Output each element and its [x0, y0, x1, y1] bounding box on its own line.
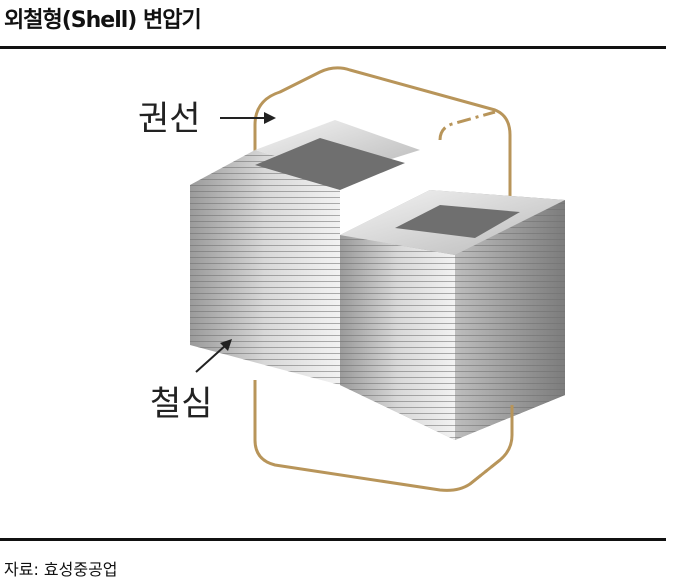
- core-left-block: [190, 120, 420, 385]
- winding-label: 권선: [138, 99, 201, 139]
- top-divider: [0, 46, 666, 49]
- core-label: 철심: [150, 384, 213, 424]
- source-note: 자료: 효성중공업: [4, 560, 118, 579]
- core-arrow: [195, 339, 232, 373]
- winding-coil-lower: [253, 380, 514, 492]
- winding-arrow: [220, 112, 276, 124]
- bottom-divider: [0, 538, 666, 541]
- page-title: 외철형(Shell) 변압기: [4, 8, 202, 33]
- core-right-block: [340, 190, 565, 440]
- transformer-diagram: 권선 철심: [138, 66, 565, 492]
